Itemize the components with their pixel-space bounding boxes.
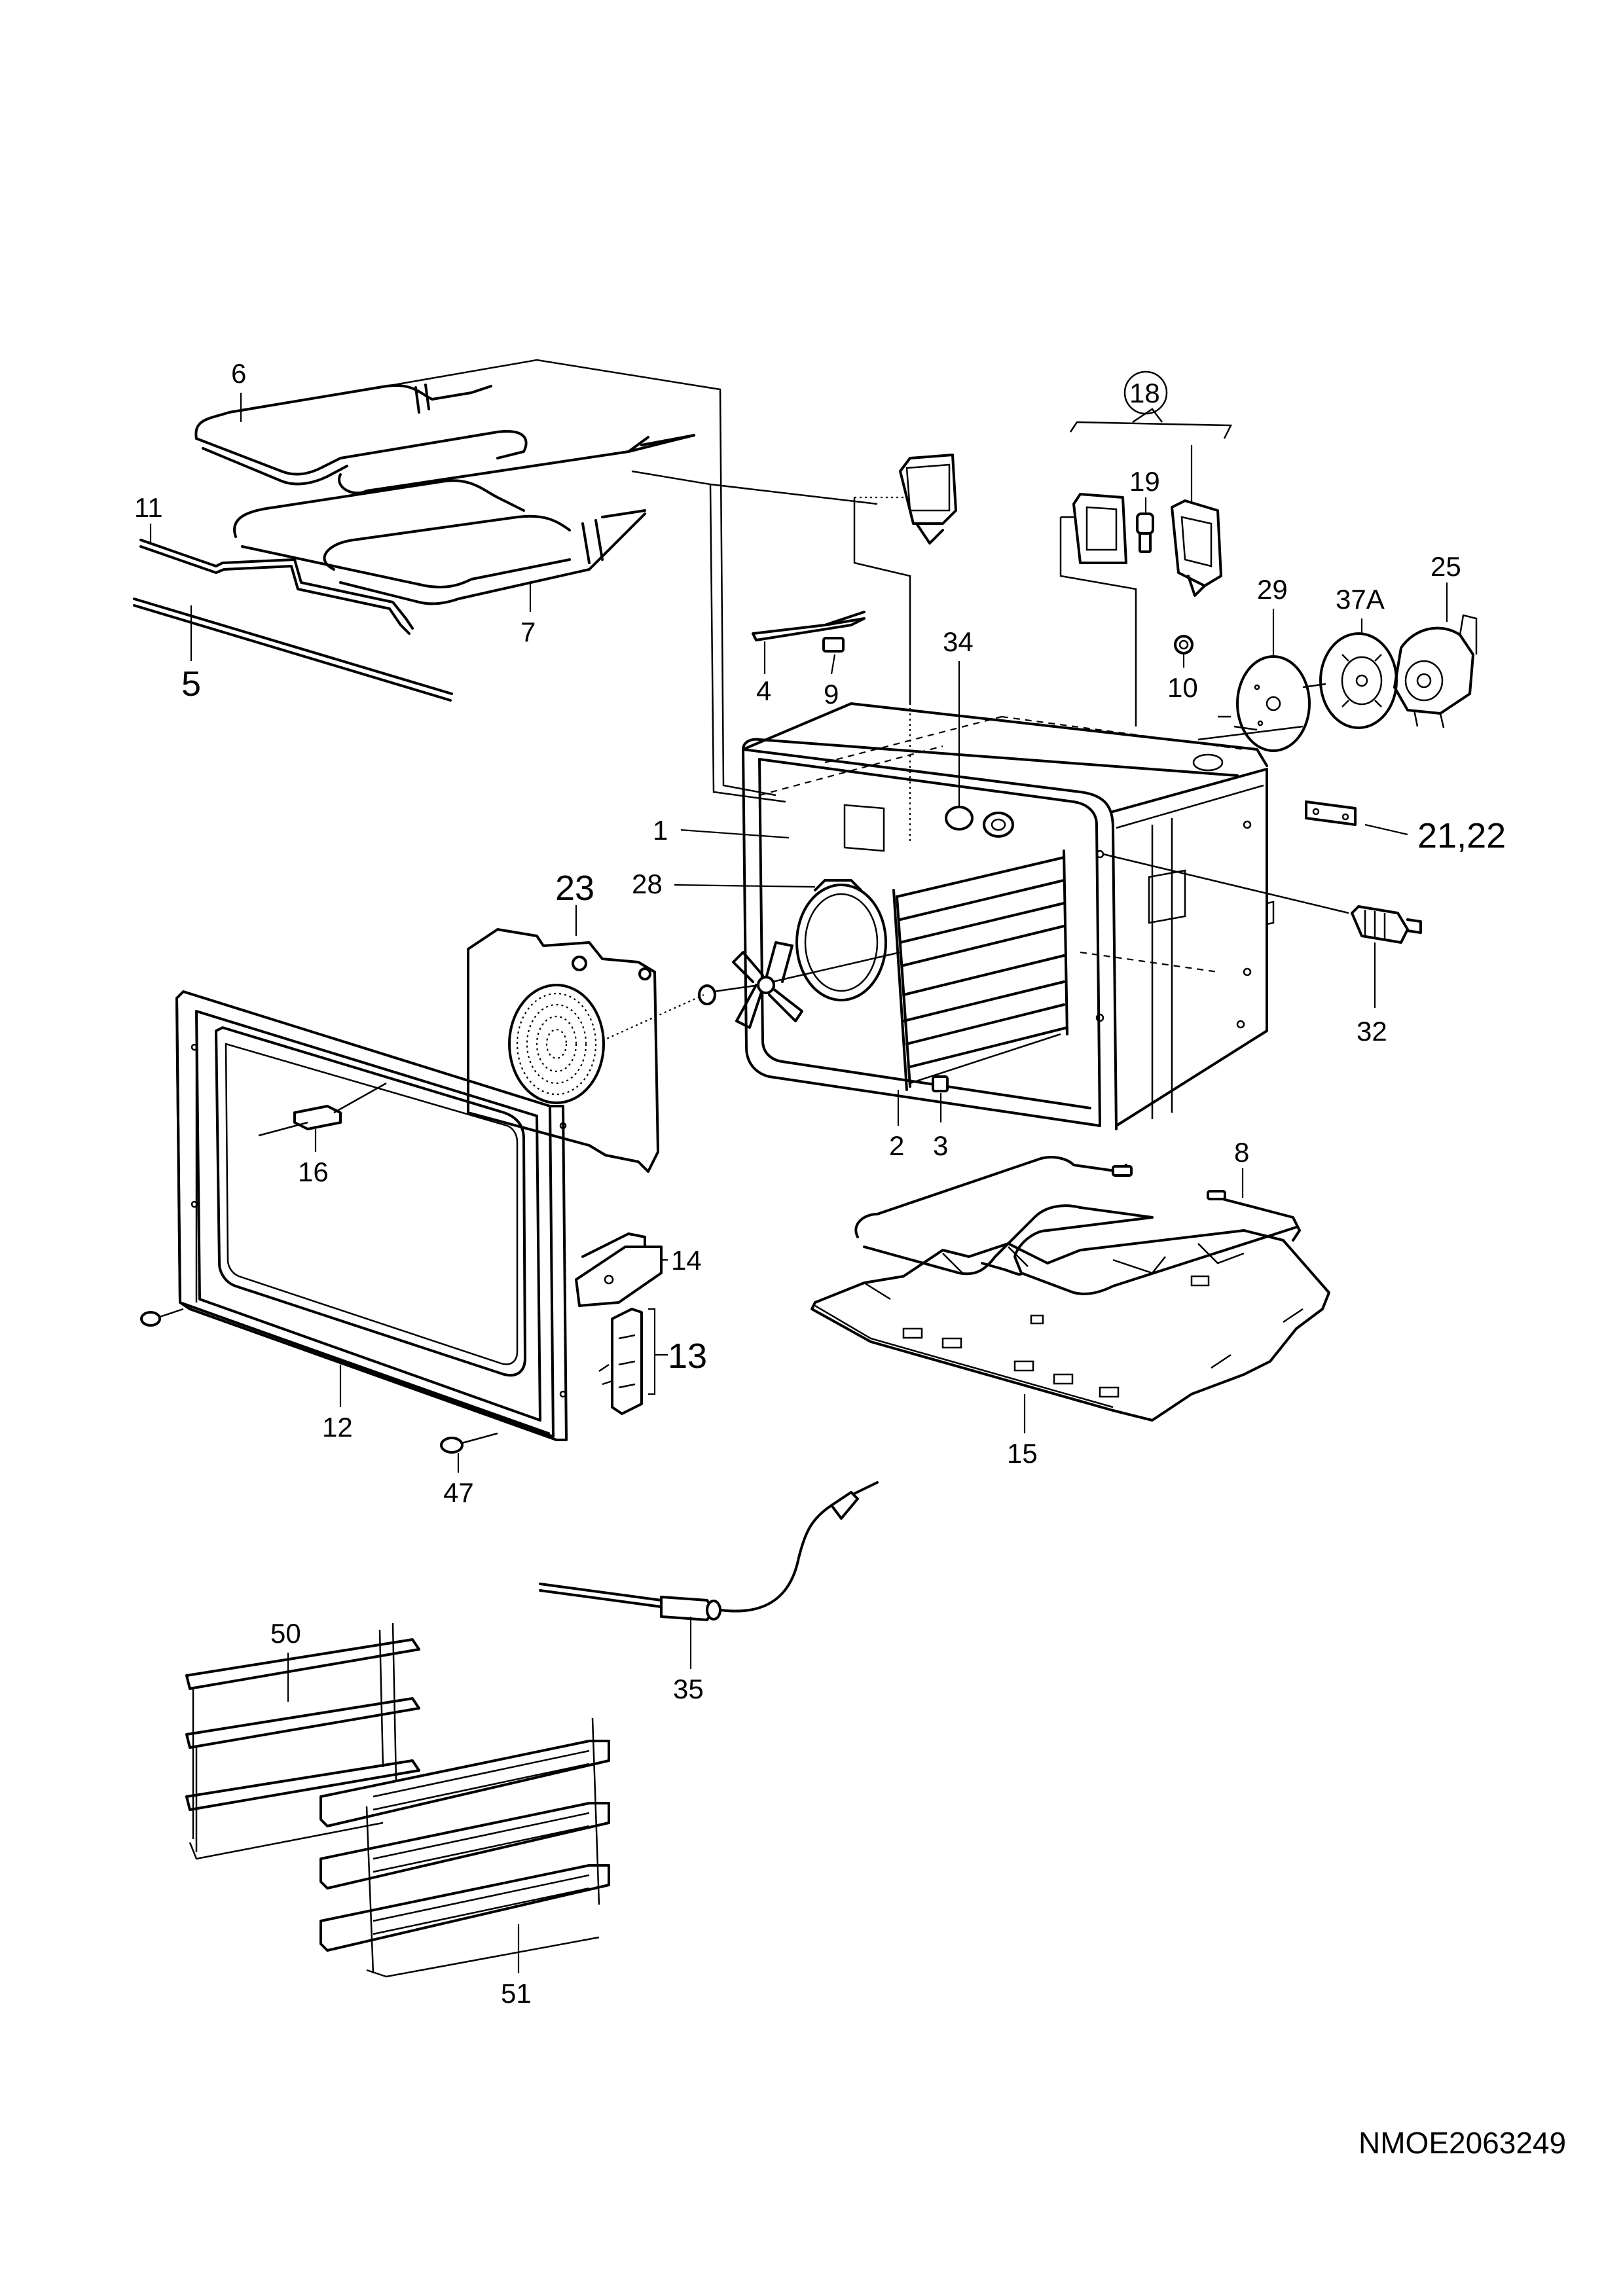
part-21-22-bracket <box>1305 800 1357 826</box>
part-14-bracket <box>575 1232 663 1307</box>
callout-14: 14 <box>671 1245 702 1276</box>
callout-9: 9 <box>824 679 839 709</box>
callout-34: 34 <box>943 626 974 657</box>
back-panel-23 <box>467 928 659 1173</box>
part-47-screw <box>440 1432 498 1454</box>
bottom-plate-15 <box>811 1229 1330 1422</box>
callout-25: 25 <box>1431 551 1461 582</box>
part-13-hinge <box>598 1308 643 1415</box>
callout-11: 11 <box>134 492 163 523</box>
callout-3: 3 <box>933 1130 948 1161</box>
callout-21-22: 21,22 <box>1417 816 1506 855</box>
callout-4: 4 <box>756 675 771 706</box>
part-9-clip <box>822 637 845 653</box>
fan-ring-28 <box>795 879 887 1001</box>
lamp-housing <box>1072 493 1127 564</box>
lamp-18-bracket <box>1069 408 1233 439</box>
fan-nut <box>698 984 716 1005</box>
callout-16: 16 <box>298 1157 329 1187</box>
part-3-clip <box>932 1075 949 1092</box>
part-29-plate <box>1236 655 1311 752</box>
callout-51: 51 <box>501 1978 532 2009</box>
callout-32: 32 <box>1357 1016 1387 1047</box>
drawing-code: NMOE2063249 <box>1359 2126 1566 2160</box>
callout-50: 50 <box>270 1618 301 1649</box>
part-25-fan-motor <box>1393 614 1478 728</box>
callout-23: 23 <box>555 869 594 908</box>
side-rack-2 <box>892 850 1068 1091</box>
callout-7: 7 <box>520 617 536 647</box>
door-latch-16 <box>258 1082 387 1137</box>
grill-element-lower <box>233 479 646 605</box>
rack-set-50 <box>185 1623 420 1860</box>
callout-29: 29 <box>1257 574 1288 605</box>
callout-47: 47 <box>443 1477 474 1508</box>
rod-5 <box>133 598 453 702</box>
sensor-32 <box>1351 905 1422 944</box>
callout-10: 10 <box>1167 672 1198 703</box>
lamp-bulb-19 <box>1136 512 1154 553</box>
part-37A-fan-housing <box>1319 632 1398 729</box>
part-4-bracket <box>752 611 866 641</box>
callout-2: 2 <box>889 1130 904 1161</box>
callout-18: 18 <box>1129 378 1160 408</box>
callout-28: 28 <box>632 869 663 899</box>
part-34-connector <box>945 806 1014 838</box>
meat-probe-35 <box>539 1481 879 1621</box>
door-screw-left <box>140 1308 184 1327</box>
callout-8: 8 <box>1234 1137 1249 1168</box>
lamp-glass <box>1171 499 1222 597</box>
callout-15: 15 <box>1007 1438 1038 1469</box>
callout-19: 19 <box>1129 466 1160 497</box>
callout-37A: 37A <box>1336 584 1385 615</box>
element-holder-11 <box>139 539 414 635</box>
door-frame-12 <box>175 990 568 1441</box>
lamp-cover-top <box>899 454 957 545</box>
oven-cavity-1 <box>742 702 1275 1130</box>
fan-blade <box>732 941 803 1029</box>
callout-5: 5 <box>181 664 201 704</box>
callout-13: 13 <box>668 1336 707 1376</box>
rack-set-51 <box>319 1717 610 1978</box>
callout-1: 1 <box>653 815 668 846</box>
bottom-element-8 <box>854 1156 1301 1295</box>
callout-circle-18 <box>1123 370 1168 415</box>
grill-element-upper <box>194 384 695 495</box>
callout-35: 35 <box>673 1674 704 1704</box>
callout-12: 12 <box>322 1412 353 1443</box>
callout-6: 6 <box>231 358 246 389</box>
part-10-washer <box>1174 635 1194 655</box>
